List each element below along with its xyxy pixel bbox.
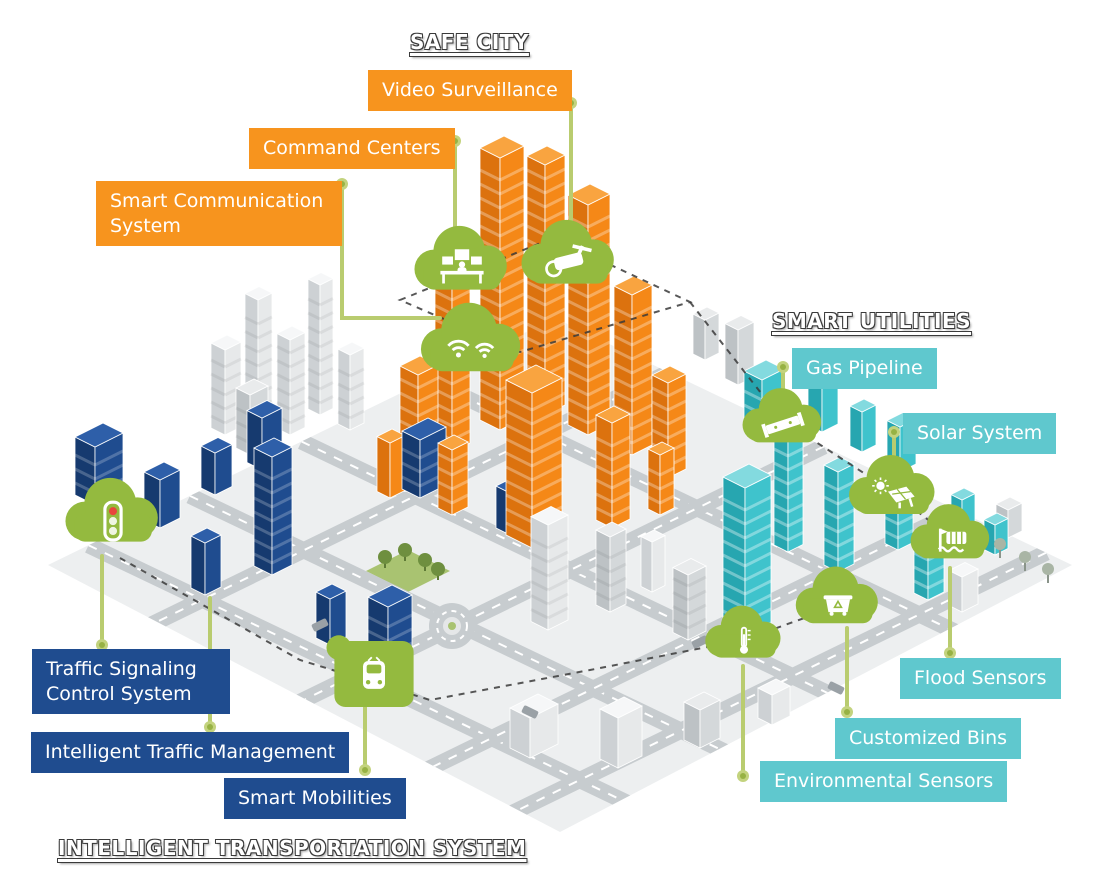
label-traffic-signaling-control-system: Traffic Signaling Control System (32, 649, 230, 715)
building (595, 405, 631, 529)
connector-dot (777, 361, 789, 373)
cctv-camera-icon (521, 219, 614, 284)
label-gas-pipeline: Gas Pipeline (792, 348, 937, 389)
section-title-intelligent-transportation-system: INTELLIGENT TRANSPORTATION SYSTEM (58, 836, 527, 860)
building (724, 315, 755, 386)
building (509, 693, 559, 759)
label-command-centers: Command Centers (249, 128, 455, 169)
label-environmental-sensors: Environmental Sensors (760, 761, 1008, 802)
building (307, 272, 334, 416)
connector-dot (737, 770, 749, 782)
solar-panel-icon (849, 455, 935, 514)
cars (311, 618, 845, 719)
roundabout (429, 603, 475, 649)
label-smart-communication-system: Smart Communication System (96, 181, 342, 247)
connector-dot (96, 639, 108, 651)
building (823, 456, 855, 573)
connector-dot (841, 706, 853, 718)
connector-dot (944, 647, 956, 659)
dual-wifi-icon (420, 302, 521, 372)
building (505, 364, 563, 549)
building (337, 341, 365, 431)
building (190, 527, 222, 596)
connector-dot (204, 721, 216, 733)
section-title-safe-city: SAFE CITY (410, 30, 529, 54)
trees (378, 525, 1054, 583)
connector-dot (359, 764, 371, 776)
building (692, 306, 720, 361)
building (672, 558, 707, 641)
command-desk-icon (414, 225, 507, 290)
building (437, 434, 469, 516)
building (640, 529, 666, 593)
label-customized-bins: Customized Bins (835, 718, 1022, 759)
section-title-smart-utilities: SMART UTILITIES (772, 309, 972, 333)
building (849, 398, 877, 453)
gas-pipeline-icon (742, 388, 822, 443)
label-flood-sensors: Flood Sensors (900, 658, 1061, 699)
label-video-surveillance: Video Surveillance (368, 70, 572, 111)
thermometer-icon (705, 605, 781, 658)
recycle-bin-icon (795, 566, 878, 624)
building (530, 506, 569, 631)
building (200, 437, 233, 496)
building (595, 521, 627, 613)
label-intelligent-traffic-management: Intelligent Traffic Management (31, 732, 350, 773)
label-smart-mobilities: Smart Mobilities (224, 778, 406, 819)
label-solar-system: Solar System (903, 413, 1057, 454)
building (253, 437, 293, 576)
building (599, 696, 643, 769)
building (376, 428, 406, 499)
traffic-light-icon (65, 477, 158, 542)
flood-sensor-icon (910, 504, 990, 559)
building (948, 562, 979, 613)
building (647, 441, 675, 516)
connector-dot (888, 426, 900, 438)
building (757, 678, 791, 726)
building (276, 325, 306, 436)
building (683, 691, 721, 749)
train-icon (326, 635, 414, 707)
building (722, 463, 772, 649)
